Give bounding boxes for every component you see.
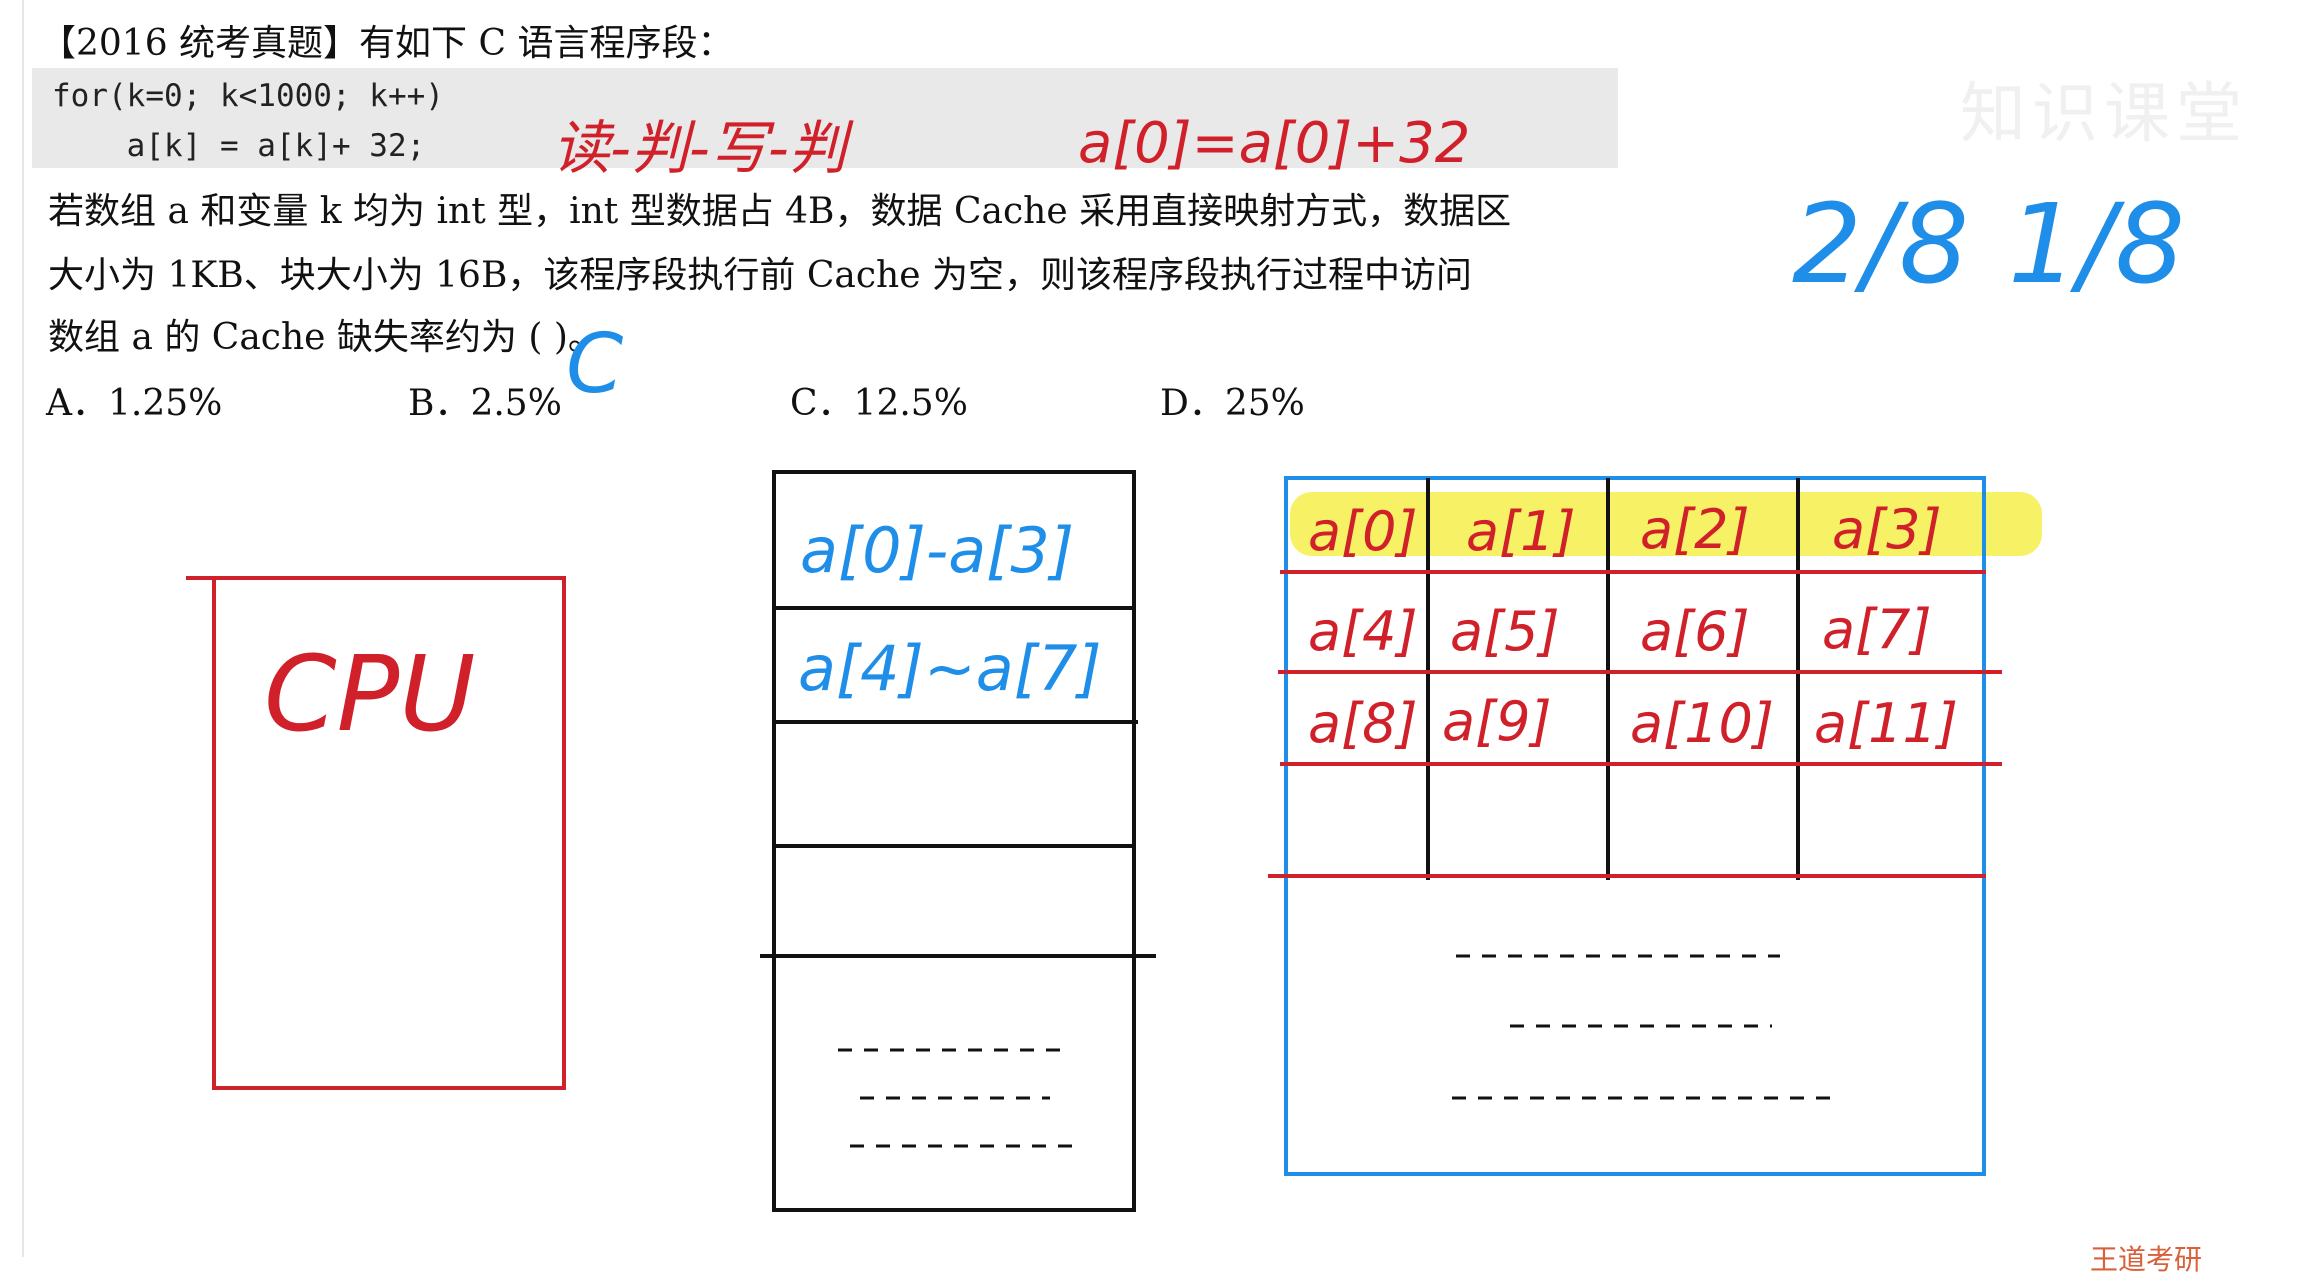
mem-cell: a[3]: [1832, 498, 1942, 561]
question-title: 【2016 统考真题】有如下 C 语言程序段：: [40, 23, 734, 64]
page-edge: [22, 0, 24, 1257]
memory-box: [1284, 476, 1986, 1176]
read-write-note: 读-判-写-判: [552, 114, 854, 182]
mem-cell: a[1]: [1466, 500, 1576, 563]
code-line-2: a[k] = a[k]+ 32;: [52, 128, 426, 164]
option-a: A．1.25%: [46, 383, 223, 424]
mem-cell: a[8]: [1308, 692, 1418, 755]
option-c: C．12.5%: [790, 383, 968, 424]
code-block: [32, 68, 1618, 168]
formula-note: a[0]=a[0]+32: [1078, 111, 1470, 176]
cache-box: [772, 470, 1136, 1212]
cache-ellipsis: [838, 1048, 1080, 1148]
mem-cell: a[9]: [1442, 690, 1552, 753]
mem-cell: a[6]: [1640, 600, 1750, 663]
cpu-label: CPU: [264, 633, 475, 755]
mem-cell: a[2]: [1640, 498, 1750, 561]
answer-mark: C: [566, 317, 623, 412]
mem-cell: a[4]: [1308, 600, 1418, 663]
memory-ellipsis: [1452, 954, 1836, 1100]
question-paragraph-3: 数组 a 的 Cache 缺失率约为 ( )。: [48, 317, 604, 358]
fraction-right: 1/8: [2008, 180, 2185, 308]
row-highlight: [1290, 492, 2042, 556]
watermark: 知识课堂: [1960, 75, 2248, 152]
option-b: B．2.5%: [408, 383, 562, 424]
fraction-left: 2/8: [1792, 180, 1969, 308]
mem-cell: a[10]: [1630, 692, 1774, 755]
mem-cell: a[7]: [1822, 598, 1932, 661]
mem-cell: a[11]: [1814, 692, 1958, 755]
option-d: D．25%: [1160, 383, 1305, 424]
mem-cell: a[5]: [1450, 600, 1560, 663]
cache-line-0: a[0]-a[3]: [800, 514, 1074, 587]
question-paragraph-2: 大小为 1KB、块大小为 16B，该程序段执行前 Cache 为空，则该程序段执…: [48, 255, 1472, 296]
cache-line-1: a[4]~a[7]: [798, 632, 1102, 705]
cpu-box: [212, 576, 566, 1090]
mem-cell: a[0]: [1308, 500, 1418, 563]
question-paragraph-1: 若数组 a 和变量 k 均为 int 型，int 型数据占 4B，数据 Cach…: [48, 191, 1512, 232]
footer-mark: 王道考研: [2090, 1243, 2203, 1276]
code-line-1: for(k=0; k<1000; k++): [52, 78, 444, 114]
